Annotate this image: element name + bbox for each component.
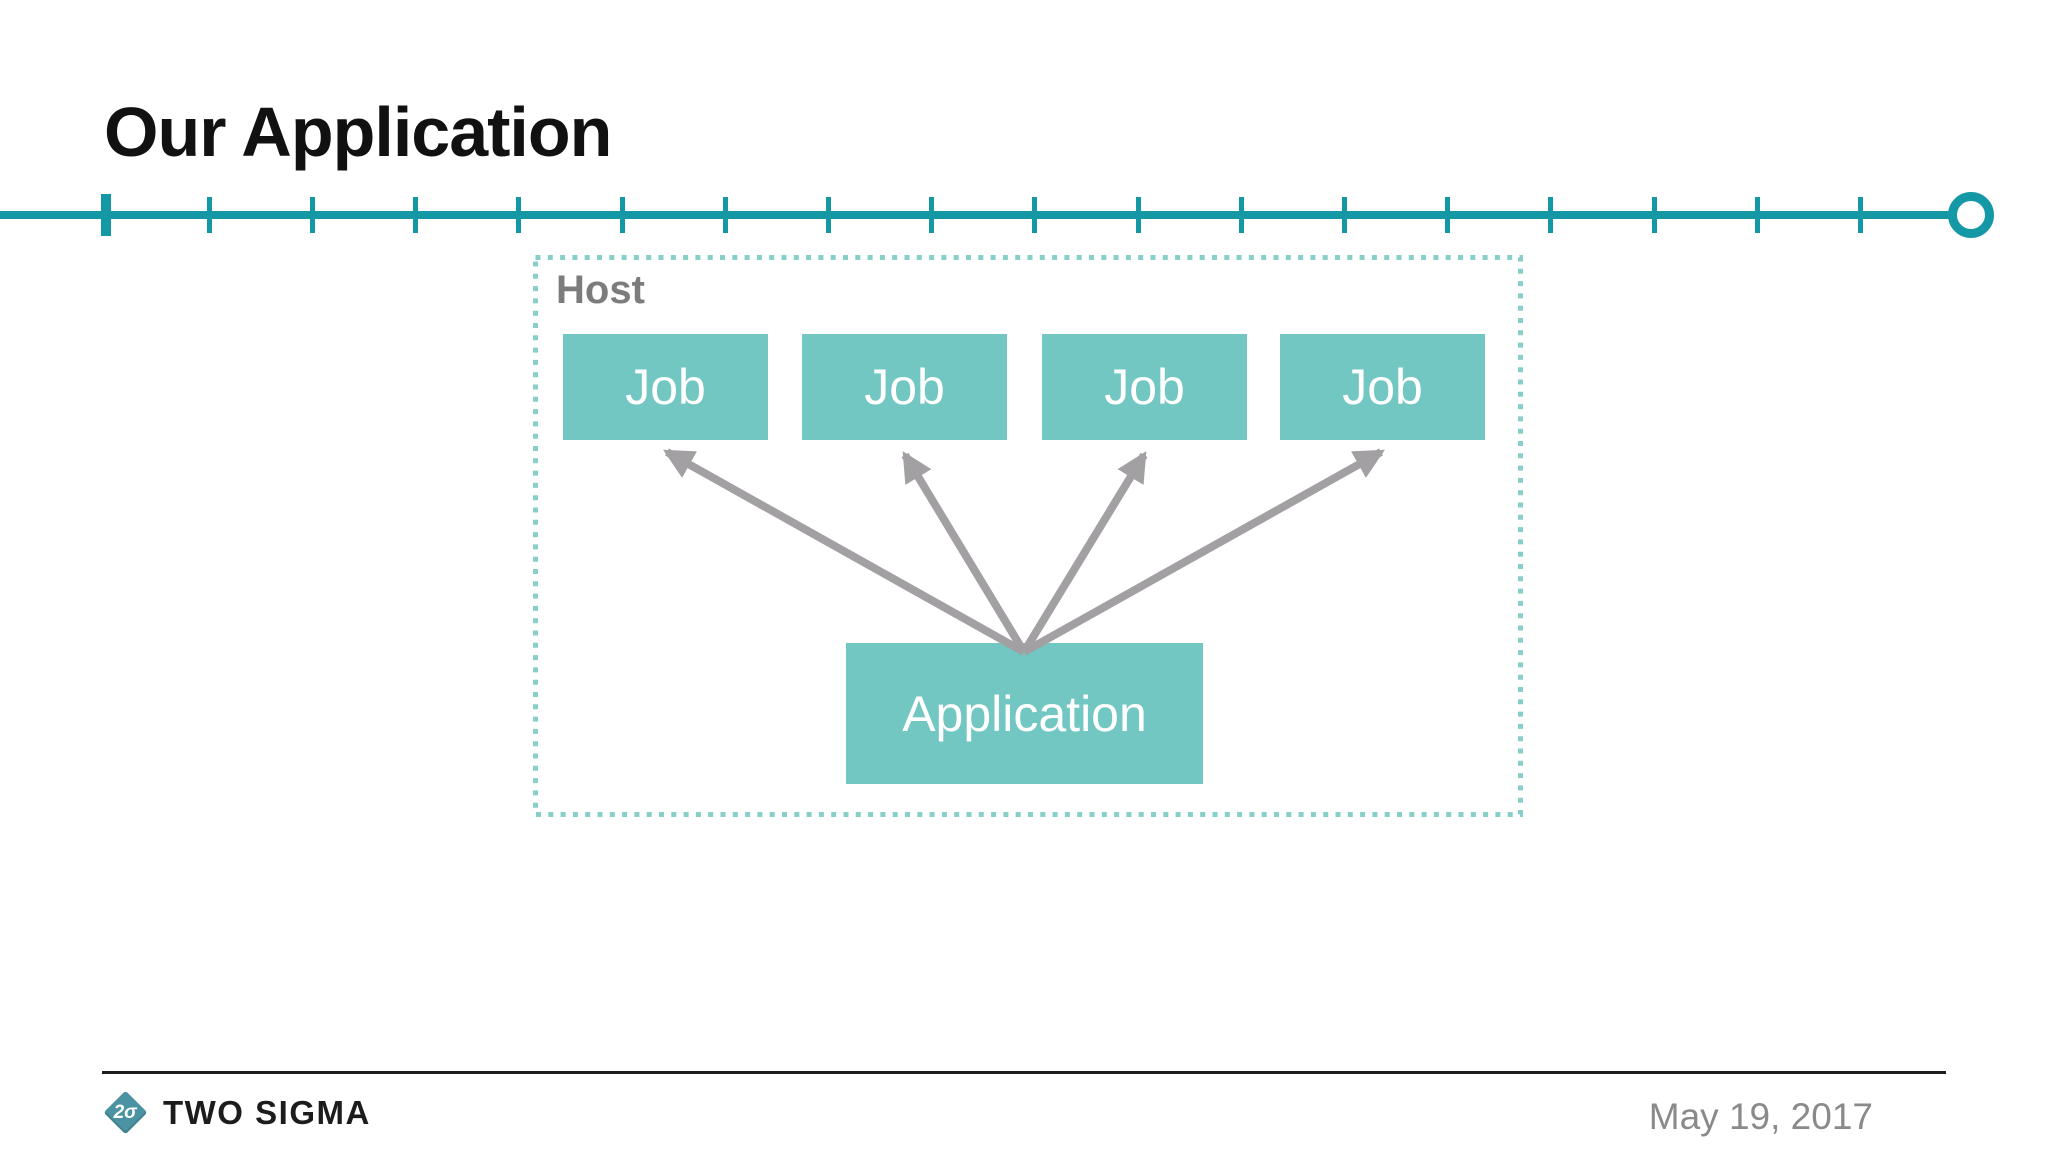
- host-label: Host: [556, 268, 645, 312]
- timeline-tick: [413, 197, 419, 233]
- timeline-tick: [825, 197, 831, 233]
- timeline-tick: [1032, 197, 1038, 233]
- slide-date: May 19, 2017: [1648, 1096, 1873, 1137]
- job-box-2: Job: [802, 334, 1007, 440]
- timeline-line: [0, 211, 1950, 219]
- job-box-3: Job: [1042, 334, 1247, 440]
- page-title: Our Application: [104, 93, 612, 171]
- arrow-application-to-job-1: [663, 448, 1026, 656]
- arrow-application-to-job-3: [1020, 451, 1148, 655]
- arrow-application-to-job-4: [1022, 448, 1385, 656]
- job-box-4: Job: [1280, 334, 1485, 440]
- footer-divider: [102, 1071, 1946, 1074]
- timeline-tick: [722, 197, 728, 233]
- timeline-tick: [1341, 197, 1347, 233]
- timeline-end-circle: [1948, 192, 1994, 238]
- timeline-tick: [1754, 197, 1760, 233]
- brand-name: TWO SIGMA: [163, 1094, 371, 1131]
- timeline-tick: [206, 197, 212, 233]
- timeline-tick: [1445, 197, 1451, 233]
- logo-sigma-glyph: 2σ: [113, 1101, 138, 1123]
- two-sigma-logo-icon: 2σ: [103, 1090, 148, 1135]
- timeline-tick: [619, 197, 625, 233]
- arrow-application-to-job-2: [901, 451, 1028, 655]
- timeline-tick: [516, 197, 522, 233]
- job-box-1: Job: [563, 334, 768, 440]
- timeline-tick: [929, 197, 935, 233]
- timeline-tick: [1651, 197, 1657, 233]
- timeline-tick: [1548, 197, 1554, 233]
- timeline-tick: [309, 197, 315, 233]
- application-box: Application: [846, 643, 1203, 784]
- timeline-tick: [1238, 197, 1244, 233]
- timeline-tick: [101, 194, 111, 236]
- timeline-tick: [1857, 197, 1863, 233]
- timeline-tick: [1135, 197, 1141, 233]
